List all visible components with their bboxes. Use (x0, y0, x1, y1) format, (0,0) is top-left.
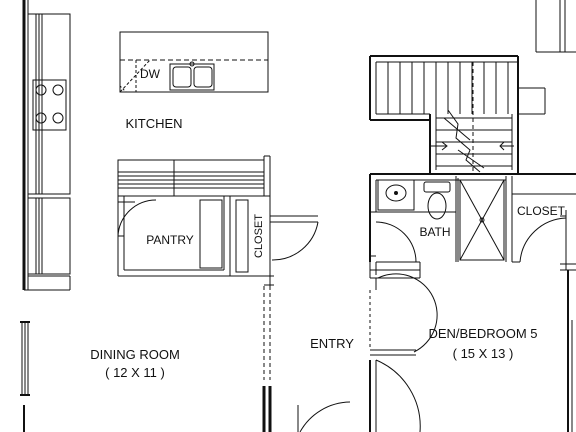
sink-icon (385, 184, 407, 202)
dining-label: DINING ROOM (90, 347, 180, 362)
closet-right-label: CLOSET (517, 204, 566, 218)
closet-left-walls (229, 155, 319, 432)
sink-icon (169, 61, 215, 91)
entry-label: ENTRY (310, 336, 354, 351)
dining-size-label: ( 12 X 11 ) (105, 365, 165, 380)
shower-icon (459, 179, 505, 261)
upper-right-walls (535, 0, 576, 53)
cooktop-burner-icon (35, 84, 64, 124)
staircase (369, 55, 546, 174)
kitchen-counter (27, 13, 71, 275)
den-label: DEN/BEDROOM 5 (428, 326, 537, 341)
bath-walls (369, 173, 576, 263)
pantry-walls (117, 159, 265, 277)
entry-door (297, 401, 351, 432)
kitchen-label: KITCHEN (125, 116, 182, 131)
toilet-icon (423, 181, 451, 220)
closet-left-label: CLOSET (253, 214, 265, 258)
stair-arrow-icon (430, 109, 514, 173)
dishwasher-label: DW (140, 67, 161, 81)
bath-label: BATH (419, 225, 450, 239)
pantry-label: PANTRY (146, 233, 194, 247)
den-walls (369, 262, 438, 432)
den-size-label: ( 15 X 13 ) (453, 346, 514, 361)
kitchen-island (119, 31, 269, 93)
closet-right-walls (512, 193, 576, 432)
